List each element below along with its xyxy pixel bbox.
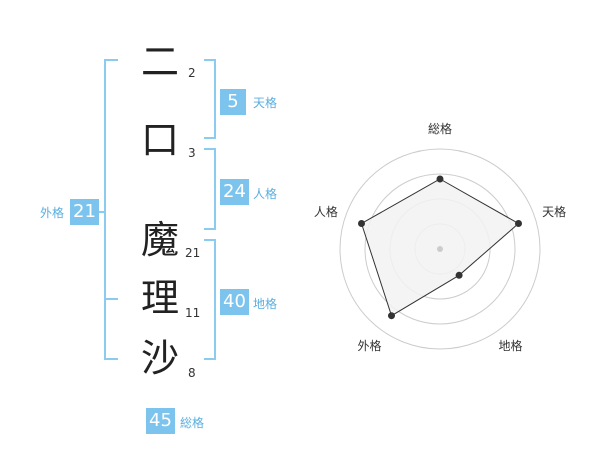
name-char-2: 口 [140, 118, 179, 162]
name-char-5: 沙 [140, 336, 179, 380]
chikaku-value-badge: 40 [220, 289, 249, 315]
chikaku-label: 地格 [253, 297, 278, 311]
gaikaku-label: 外格 [40, 206, 65, 220]
radar-point-5 [358, 220, 365, 227]
tenkaku-value-badge: 5 [220, 89, 246, 115]
stroke-count-4: 11 [185, 306, 201, 320]
soukaku-label: 総格 [180, 416, 205, 430]
radar-ring-3 [364, 173, 516, 325]
radar-axis-label-4: 外格 [357, 338, 381, 353]
name-char-4: 理 [140, 276, 179, 320]
radar-axis-label-5: 人格 [314, 204, 338, 219]
soukaku-value-badge: 45 [146, 408, 175, 434]
radar-center-dot [437, 246, 443, 252]
stroke-count-2: 3 [188, 146, 196, 160]
radar-point-3 [455, 271, 463, 279]
stroke-count-1: 2 [188, 66, 196, 80]
stroke-count-3: 21 [185, 246, 201, 260]
radar-axis-label-1: 総格 [428, 121, 452, 136]
jinkaku-value-badge: 24 [220, 179, 249, 205]
jinkaku-label: 人格 [253, 187, 278, 201]
radar-axis-label-3: 地格 [498, 338, 522, 353]
tenkaku-label: 天格 [253, 96, 278, 110]
stroke-count-5: 8 [188, 366, 196, 380]
name-char-1: 二 [140, 40, 179, 84]
radar-point-1 [436, 175, 444, 183]
radar-point-4 [388, 312, 395, 320]
name-char-3: 魔 [140, 218, 179, 262]
radar-point-2 [515, 220, 522, 227]
radar-axis-label-2: 天格 [542, 204, 566, 219]
gaikaku-value-badge: 21 [70, 199, 99, 225]
radar-series [358, 175, 522, 320]
